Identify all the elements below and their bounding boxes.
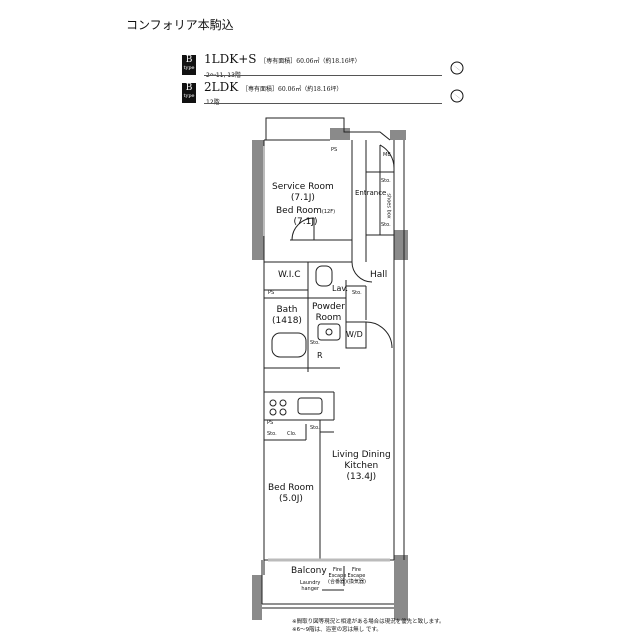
service-room-label: Service Room (7.1J) [272,182,334,204]
wall-pillar-right [394,230,408,260]
shoes-box-label: shoes box [385,193,392,219]
entrance-sto-2-label: Sto. [381,222,391,228]
stove-burner [269,399,277,407]
bath-name: Bath [276,305,298,315]
washer-space [345,321,367,349]
type-badge-type: type [183,93,195,99]
wall-right-top [390,130,406,140]
wic-label: W.I.C [278,270,301,280]
wall-right-bottom [394,555,408,620]
ldk-sto-label: Sto. [310,425,320,431]
fire-escape-1-line1: Fire [332,567,342,573]
fire-escape-2-line1: Fire [351,567,361,573]
powder-room-label: Powder Room [312,302,345,324]
wd-door-swing [365,321,393,349]
plan-2-rule [204,103,442,104]
upper-balcony-outline [265,117,391,141]
type-badge-2: B type [182,83,196,103]
ldk-label: Living Dining Kitchen (13.4J) [332,450,391,483]
laundry-hanger-label: Laundry hanger [300,580,320,592]
laundry-hanger-line1: Laundry [300,580,321,586]
ldk-size: (13.4J) [346,472,377,482]
bed-room-12f-label: Bed Room(12F) (7.1J) [276,206,335,228]
note-1: ※間取り図等現況と相違がある場合は現況を優先と致します。 [292,619,445,625]
balcony-label: Balcony [291,566,327,576]
plan-2-area: ［専有面積］60.06㎡（約18.16坪） [242,86,343,93]
compass-icon [449,60,465,79]
service-room-door-swing [291,217,315,241]
bath-label: Bath (1418) [272,305,302,327]
hall-label: Hall [370,270,388,280]
stove-burner [279,408,287,416]
type-badge-1: B type [182,55,196,75]
stove-burner [279,399,287,407]
plan-2-label: 2LDK ［専有面積］60.06㎡（約18.16坪） [204,80,342,94]
hall-door-swing [351,261,373,283]
bath-size: (1418) [272,316,302,326]
wall-left-bottom [252,575,262,620]
plan-1-area: ［専有面積］60.06㎡（約18.16坪） [260,58,361,65]
ps-label: PS [331,147,338,153]
plan-1-rule [204,75,442,76]
page-title: コンフォリア本駒込 [126,18,234,32]
lav-label: Lav. [332,284,349,293]
bed-room-12f-line: Bed Room(12F) [276,206,335,217]
hall-sto-label: Sto. [352,290,362,296]
powder-sink-drain [325,328,333,336]
bed-room-12f-floor: (12F) [321,209,336,215]
service-room-size: (7.1J) [290,193,315,203]
r-label: R [317,351,323,360]
fire-escape-1-label: Fire Escape (合番器) [328,567,347,585]
entrance-door-swing [379,144,395,169]
type-badge-type: type [183,65,195,71]
clo-label: Clo. [287,431,297,437]
ldk-name-2: Kitchen [344,461,379,471]
bed-room-size: (5.0J) [278,494,303,504]
entrance-label: Entrance [355,189,387,197]
wd-label: W/D [346,330,363,339]
bed-room-label: Bed Room (5.0J) [268,483,314,505]
plan-1-layout: 1LDK+S [204,52,257,66]
type-badge-letter: B [185,55,193,65]
wall-lines [261,117,405,609]
powder-room-line2: Room [315,313,342,323]
fire-escape-1-line3: (合番器) [328,579,347,585]
compass-icon [449,88,465,107]
fire-escape-2-line2: Escape [347,573,366,579]
plan-2-floors: 12階 [206,97,220,106]
compass-north-icon [450,61,464,75]
plan-2-layout: 2LDK [204,80,239,94]
type-badge-letter: B [185,83,193,93]
toilet [315,265,333,287]
note-2: ※6～9階は、浴室の窓は無し です。 [292,627,382,633]
kitchen-sto-label: Sto. [267,431,277,437]
wall-left-upper [252,140,264,260]
laundry-hanger-line2: hanger [301,586,320,592]
stove-burner [269,408,277,416]
plan-1-label: 1LDK+S ［専有面積］60.06㎡（約18.16坪） [204,52,361,66]
fire-escape-1-line2: Escape [328,573,347,579]
wall-pillar-left [252,240,262,260]
service-room-name: Service Room [272,182,334,192]
entrance-sto-label: Sto. [381,178,391,184]
kitchen-sink [297,397,323,415]
kitchen-ps-label: PS [267,420,274,426]
ldk-name-1: Living Dining [332,450,391,460]
fire-escape-2-label: Fire Escape (換気器) [347,567,366,585]
bed-room-12f-name: Bed Room [276,206,322,216]
bed-room-name: Bed Room [268,483,314,493]
compass-north-icon [450,89,464,103]
fire-escape-2-line3: (換気器) [347,579,366,585]
mb-label: MB [383,152,391,158]
powder-sto-label: Sto. [310,340,320,346]
bathtub [271,332,307,358]
wic-ps-label: PS [268,290,275,296]
powder-sink [317,323,341,341]
powder-room-line1: Powder [312,302,345,312]
bed-room-12f-size: (7.1J) [293,217,318,227]
wall-top-notch [330,128,350,140]
notes: ※間取り図等現況と相違がある場合は現況を優先と致します。 ※6～9階は、浴室の窓… [292,618,445,634]
